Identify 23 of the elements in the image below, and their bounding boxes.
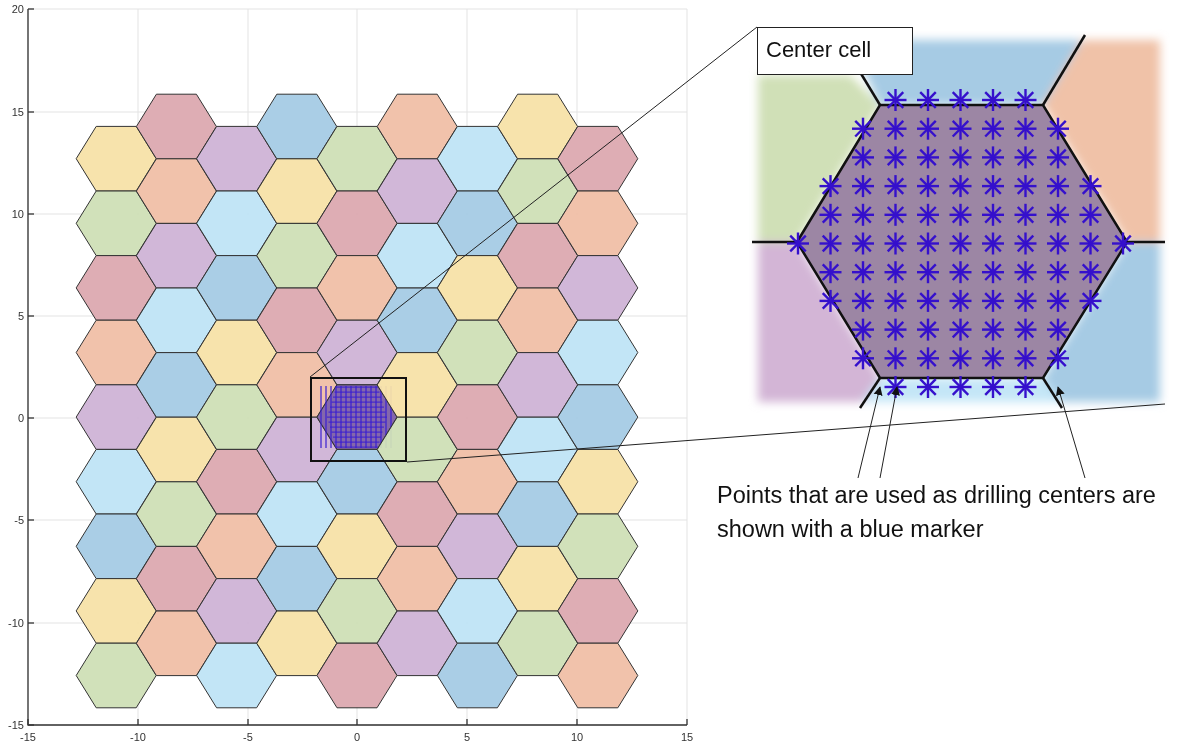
tick-label: 15 <box>680 731 694 743</box>
callout-label: Center cell <box>757 27 913 75</box>
zoom-connector-line <box>406 403 1166 463</box>
annotation-text: Points that are used as drilling centers are shown with a blue marker <box>717 478 1192 550</box>
tick-label: 20 <box>11 3 24 15</box>
arrow <box>857 386 883 479</box>
tick-label: -15 <box>8 719 24 731</box>
tick-label: 10 <box>11 208 24 220</box>
arrow <box>879 386 900 479</box>
tick-label: -15 <box>20 731 36 743</box>
tick-label: -10 <box>8 617 24 629</box>
tick-label: -10 <box>130 731 146 743</box>
zoom-connector-line <box>309 26 758 378</box>
arrow <box>1056 386 1086 479</box>
zoom-frame <box>310 377 407 462</box>
tick-label: -5 <box>243 731 253 743</box>
tick-label: 5 <box>463 731 471 743</box>
tick-label: 0 <box>17 412 24 424</box>
tick-label: 0 <box>353 731 361 743</box>
tick-label: 15 <box>11 106 24 118</box>
tick-label: -5 <box>14 514 24 526</box>
tick-label: 10 <box>570 731 584 743</box>
tick-label: 5 <box>17 310 24 322</box>
